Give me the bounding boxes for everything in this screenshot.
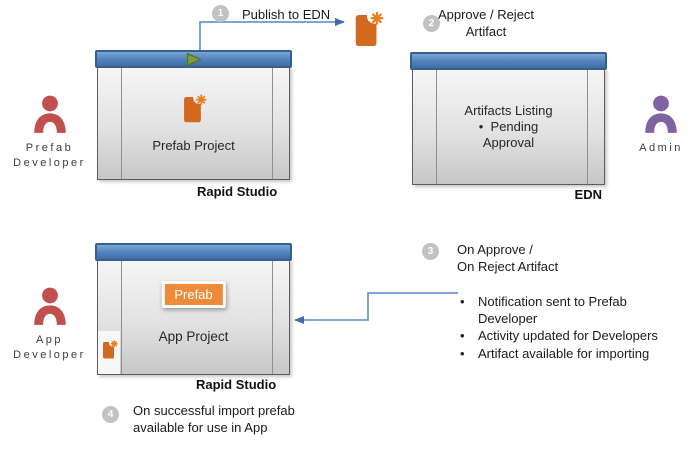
step-2-label: Approve / Reject Artifact [430, 6, 542, 40]
published-artifact-icon [352, 11, 384, 56]
actor-admin: Admin [622, 94, 700, 156]
bullet-icon: • [460, 294, 465, 309]
note-text: Artifact available for importing [478, 345, 650, 361]
imported-prefab-icon [101, 339, 118, 366]
step-badge-3: 3 [422, 243, 439, 260]
step-badge-1: 1 [212, 5, 229, 22]
window-edn: Artifacts Listing • Pending Approval [410, 52, 607, 185]
step-3-label: On Approve / On Reject Artifact [457, 241, 558, 275]
actor-label-line1: App [35, 334, 64, 346]
actor-label-line2: Developer [13, 157, 86, 169]
person-icon [640, 94, 682, 141]
person-icon [29, 94, 71, 141]
window-titlebar [410, 52, 607, 70]
step-3-notes: • Notification sent to Prefab Developer … [460, 294, 678, 363]
window-titlebar [95, 50, 292, 68]
panel-divider-right [587, 69, 588, 184]
approval-line: Approval [482, 134, 535, 150]
panel-divider-right [272, 67, 273, 179]
prefab-button[interactable]: Prefab [161, 281, 226, 308]
prefab-project-label: Prefab Project [152, 137, 235, 153]
step-badge-2: 2 [423, 15, 440, 32]
step-2-line1: Approve / Reject [437, 7, 535, 22]
note-item: • Activity updated for Developers [460, 328, 678, 345]
actor-label-line2: Developer [13, 349, 86, 361]
actor-label-line1: Prefab [25, 142, 74, 154]
note-text: Activity updated for Developers [478, 328, 658, 343]
note-item: • Artifact available for importing [460, 346, 678, 363]
step-4-line2: available for use in App [133, 420, 268, 435]
caption-rapid-studio-top: Rapid Studio [197, 184, 278, 199]
window-body [97, 259, 290, 375]
person-icon [29, 286, 71, 333]
bullet-icon: • [460, 328, 465, 343]
window-body: Artifacts Listing • Pending Approval [412, 68, 605, 185]
publish-arrow [199, 18, 345, 50]
notify-arrow [294, 292, 458, 324]
step-4-line1: On successful import prefab [133, 403, 295, 418]
caption-edn: EDN [574, 187, 602, 202]
step-1-label: Publish to EDN [242, 7, 331, 22]
window-rapid-studio-bottom: Prefab App Project [95, 243, 292, 375]
panel-divider-right [272, 260, 273, 374]
panel-divider-left [436, 69, 437, 184]
step-badge-4: 4 [102, 406, 119, 423]
prefab-project-icon [181, 93, 207, 131]
pending-line: • Pending [478, 118, 539, 134]
actor-app-developer: App Developer [2, 286, 97, 363]
panel-divider-left [121, 260, 122, 374]
step-4-label: On successful import prefab available fo… [133, 402, 295, 436]
bullet-icon: • [460, 345, 465, 361]
actor-prefab-developer: Prefab Developer [2, 94, 97, 171]
window-titlebar [95, 243, 292, 261]
app-project-label: App Project [158, 329, 229, 344]
window-body: Prefab Project [97, 66, 290, 180]
step-2-line2: Artifact [465, 24, 507, 39]
step-3-line2: On Reject Artifact [457, 259, 559, 274]
artifacts-listing-line: Artifacts Listing [464, 102, 553, 118]
step-3-line1: On Approve / [457, 242, 533, 257]
imported-prefab-panel [98, 331, 120, 374]
play-icon[interactable] [185, 52, 202, 72]
note-item: • Notification sent to Prefab Developer [460, 294, 678, 327]
caption-rapid-studio-bottom: Rapid Studio [196, 377, 277, 392]
panel-divider-left [121, 67, 122, 179]
note-text: Notification sent to Prefab Developer [478, 294, 627, 326]
window-rapid-studio-top: Prefab Project [95, 50, 292, 180]
actor-label-line1: Admin [639, 142, 683, 154]
